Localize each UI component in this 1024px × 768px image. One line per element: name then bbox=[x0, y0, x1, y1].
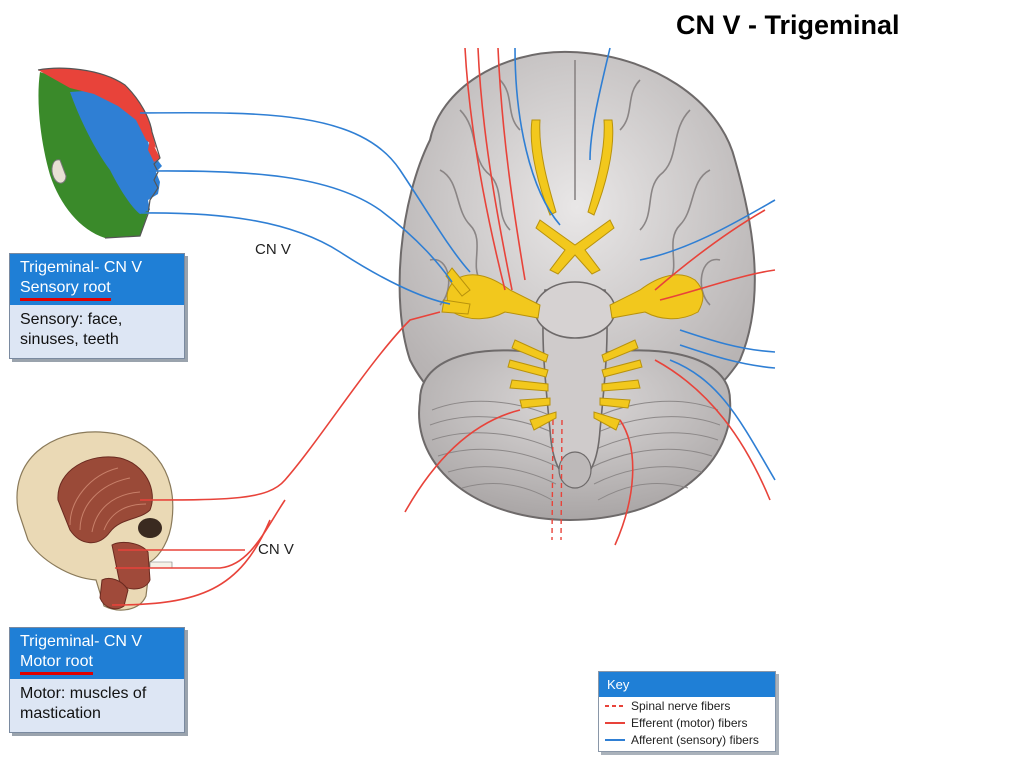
motor-root-header: Trigeminal- CN V Motor root bbox=[10, 628, 184, 679]
page-title: CN V - Trigeminal bbox=[676, 10, 900, 40]
legend-item-efferent: Efferent (motor) fibers bbox=[599, 714, 775, 731]
legend-item-label: Afferent (sensory) fibers bbox=[631, 732, 759, 747]
motor-root-box: Trigeminal- CN V Motor root Motor: muscl… bbox=[9, 627, 185, 733]
solid-red-line-icon bbox=[605, 721, 625, 724]
motor-fiber-lines bbox=[111, 47, 776, 606]
legend-item-afferent: Afferent (sensory) fibers bbox=[599, 731, 775, 751]
skull-muscle-illustration bbox=[16, 431, 174, 611]
cn-v-label-motor: CN V bbox=[258, 541, 294, 558]
motor-root-body: Motor: muscles of mastication bbox=[10, 679, 184, 732]
motor-heading-line2: Motor root bbox=[20, 652, 93, 675]
motor-body-line2: mastication bbox=[20, 705, 101, 722]
face-dermatome-illustration bbox=[37, 67, 162, 239]
spinal-fiber-lines bbox=[551, 419, 563, 541]
motor-heading-line1: Trigeminal- CN V bbox=[20, 633, 143, 650]
cranial-nerves bbox=[441, 119, 704, 431]
solid-blue-line-icon bbox=[605, 738, 625, 741]
sensory-root-header: Trigeminal- CN V Sensory root bbox=[10, 254, 184, 305]
motor-body-line1: Motor: muscles of bbox=[20, 685, 147, 702]
sensory-fiber-lines bbox=[139, 47, 776, 481]
sensory-body-line2: sinuses, teeth bbox=[20, 331, 119, 348]
cn-v-label-sensory: CN V bbox=[255, 241, 291, 258]
legend-key: Key Spinal nerve fibers Efferent (motor)… bbox=[598, 671, 776, 752]
legend-item-label: Efferent (motor) fibers bbox=[631, 715, 748, 730]
sensory-heading-line1: Trigeminal- CN V bbox=[20, 259, 143, 276]
sensory-body-line1: Sensory: face, bbox=[20, 311, 123, 328]
legend-title: Key bbox=[599, 672, 775, 697]
sensory-root-body: Sensory: face, sinuses, teeth bbox=[10, 305, 184, 358]
legend-item-label: Spinal nerve fibers bbox=[631, 698, 731, 713]
dashed-red-line-icon bbox=[605, 704, 625, 707]
sensory-root-box: Trigeminal- CN V Sensory root Sensory: f… bbox=[9, 253, 185, 359]
legend-item-spinal: Spinal nerve fibers bbox=[599, 697, 775, 714]
sensory-heading-line2: Sensory root bbox=[20, 278, 111, 301]
